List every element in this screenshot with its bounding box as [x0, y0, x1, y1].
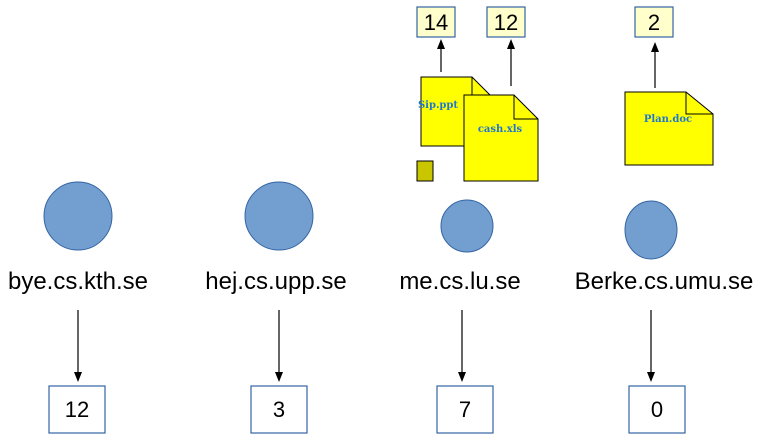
host-group-hej: hej.cs.upp.se 3 [205, 181, 347, 434]
count-box-berke [628, 385, 686, 434]
file-corner-plan [685, 92, 713, 115]
count-value-bye: 12 [65, 397, 89, 422]
host-group-me: 14 12 Sip.ppt cash.xls me.cs.lu.se 7 [399, 6, 539, 434]
file-name-cash: cash.xls [478, 124, 523, 135]
file-tag-value-plan: 2 [648, 10, 660, 35]
host-group-bye: bye.cs.kth.se 12 [8, 181, 148, 434]
file-tag-value-sip: 14 [424, 10, 448, 35]
file-corner-cash [513, 95, 538, 120]
file-icon-cash [463, 94, 539, 182]
file-icon-plan [624, 91, 714, 166]
small-block [416, 160, 434, 182]
count-box-bye [48, 385, 106, 434]
host-label-berke: Berke.cs.umu.se [575, 268, 754, 295]
host-label-hej: hej.cs.upp.se [205, 268, 346, 295]
host-group-berke: 2 Plan.doc Berke.cs.umu.se 0 [575, 6, 754, 434]
count-box-hej [250, 385, 308, 434]
host-label-me: me.cs.lu.se [399, 268, 520, 295]
count-value-me: 7 [459, 397, 471, 422]
host-label-bye: bye.cs.kth.se [8, 268, 148, 295]
host-node-bye [43, 181, 113, 251]
file-tag-value-cash: 12 [494, 10, 518, 35]
file-name-plan: Plan.doc [644, 114, 692, 125]
file-tag-box-sip [416, 6, 456, 38]
count-value-berke: 0 [651, 397, 663, 422]
count-value-hej: 3 [273, 397, 285, 422]
host-node-berke [624, 200, 678, 260]
file-tag-box-plan [634, 6, 674, 38]
host-node-me [440, 199, 494, 253]
host-node-hej [244, 181, 314, 251]
count-box-me [436, 385, 494, 434]
file-name-sip: Sip.ppt [418, 100, 458, 111]
file-tag-box-cash [486, 6, 526, 38]
